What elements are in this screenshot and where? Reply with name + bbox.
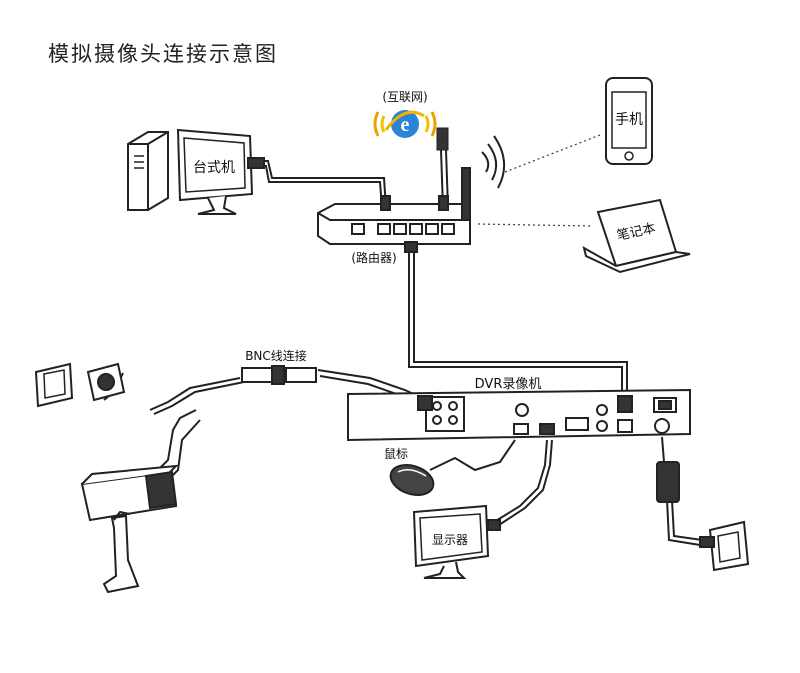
router-antenna: [461, 167, 471, 221]
bullet-camera: [80, 464, 179, 594]
desktop-label: 台式机: [193, 160, 235, 176]
dvr-power-cable: [661, 436, 665, 463]
bnc-label: BNC线连接: [245, 348, 307, 363]
vga-port: [565, 417, 589, 431]
bnc-connector: [241, 365, 433, 411]
wall-socket-left: [34, 362, 126, 408]
router-dvr-cable: [408, 248, 623, 395]
labels: (互联网) 台式机 手机 笔记本 (路由器) BNC线连接 DVR录像机 鼠标 …: [193, 90, 657, 547]
phone-label: 手机: [615, 112, 643, 128]
dvr-label: DVR录像机: [475, 377, 542, 392]
wall-socket-right: [699, 520, 750, 572]
dvr-recorder: [347, 388, 691, 442]
router-label: (路由器): [351, 250, 396, 265]
router-port: [351, 223, 365, 235]
router-port: [377, 223, 391, 235]
camera-mount: [102, 514, 140, 594]
dvr-power-adapter: [656, 461, 680, 503]
wifi-signal-icon: [481, 135, 505, 189]
mobile-phone: [605, 77, 653, 165]
display-monitor: [412, 504, 501, 579]
laptop-computer: [582, 198, 691, 274]
laptop-label: 笔记本: [615, 220, 656, 244]
monitor-label: 显示器: [432, 533, 468, 547]
mouse-device: [389, 464, 435, 496]
svg-text:e: e: [401, 114, 410, 136]
internet-explorer-icon: e: [373, 110, 437, 138]
router: [317, 167, 471, 253]
monitor-cable: [493, 439, 548, 523]
router-port: [425, 223, 439, 235]
router-port: [393, 223, 407, 235]
page-title: 模拟摄像头连接示意图: [48, 42, 278, 66]
mouse-label: 鼠标: [384, 447, 408, 461]
desktop-monitor: [176, 128, 254, 202]
router-port: [409, 223, 423, 235]
mouse-cable: [429, 439, 516, 472]
bnc-cable: [149, 377, 241, 411]
internet-label: (互联网): [382, 90, 427, 104]
desktop-router-cable: [262, 160, 387, 209]
router-port: [441, 223, 455, 235]
desktop-computer: [127, 128, 265, 215]
wireless-link: [477, 134, 601, 227]
